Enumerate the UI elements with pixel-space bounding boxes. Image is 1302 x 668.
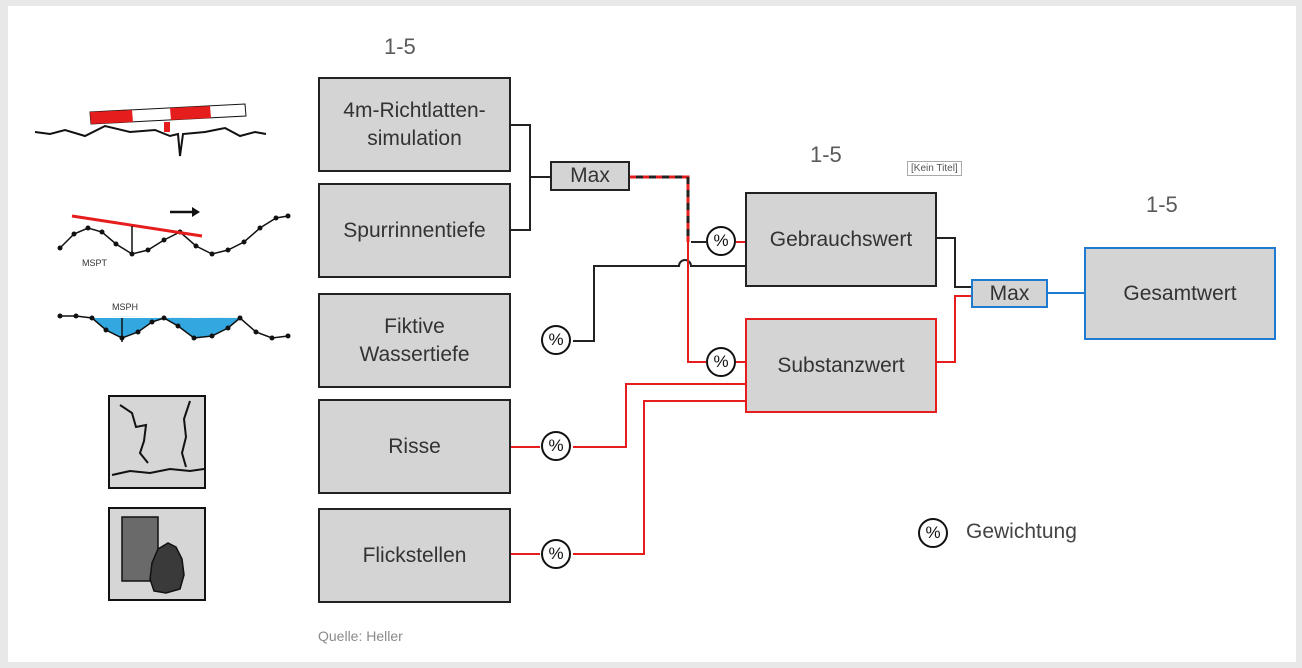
connector-line xyxy=(937,237,971,288)
red-connector-line xyxy=(573,383,745,448)
input-box-spurrinnentiefe: Spurrinnentiefe xyxy=(318,183,511,278)
weight-icon-risse: % xyxy=(541,431,571,461)
gesamtwert-box: Gesamtwert xyxy=(1084,247,1276,340)
legend-label: Gewichtung xyxy=(966,520,1077,543)
gebrauchswert-box: Gebrauchswert xyxy=(745,192,937,287)
diagram-canvas: MSPT MSPH 1-5 1-5 1-5 [Kein Titel] xyxy=(8,6,1296,662)
connection-lines xyxy=(511,124,1084,555)
input-box-wassertiefe: Fiktive Wassertiefe xyxy=(318,293,511,388)
weight-icon-gebrauchswert: % xyxy=(706,226,736,256)
total-scale-label: 1-5 xyxy=(1146,192,1178,217)
substanzwert-box: Substanzwert xyxy=(745,318,937,413)
red-connector-line xyxy=(687,242,706,363)
weight-icon-flickstellen: % xyxy=(541,539,571,569)
source-caption: Quelle: Heller xyxy=(318,628,403,644)
weight-icon-wassertiefe: % xyxy=(541,325,571,355)
dashed-connector xyxy=(630,175,690,242)
connector-line xyxy=(573,259,745,342)
cracks-thumbnail xyxy=(108,395,206,489)
input-scale-label: 1-5 xyxy=(384,34,416,59)
placeholder-title: [Kein Titel] xyxy=(907,161,962,176)
mspt-label: MSPT xyxy=(82,258,108,268)
input-box-flickstellen: Flickstellen xyxy=(318,508,511,603)
patches-thumbnail xyxy=(108,507,206,601)
weight-icon-substanzwert: % xyxy=(706,347,736,377)
max-box-bottom: Max xyxy=(971,279,1048,308)
middle-scale-label: 1-5 xyxy=(810,142,842,167)
dashed-connector xyxy=(630,175,690,242)
input-box-richtlatte: 4m-Richtlatten- simulation xyxy=(318,77,511,172)
red-connector-line xyxy=(937,295,971,363)
straightedge-sketch xyxy=(30,96,270,166)
legend-weight-icon: % xyxy=(918,518,948,548)
msph-label: MSPH xyxy=(112,302,138,312)
connector-line xyxy=(511,124,531,231)
input-box-risse: Risse xyxy=(318,399,511,494)
red-connector-line xyxy=(573,400,745,555)
msph-sketch: MSPH xyxy=(52,296,292,366)
max-box-top: Max xyxy=(550,161,630,191)
mspt-sketch: MSPT xyxy=(52,202,292,272)
